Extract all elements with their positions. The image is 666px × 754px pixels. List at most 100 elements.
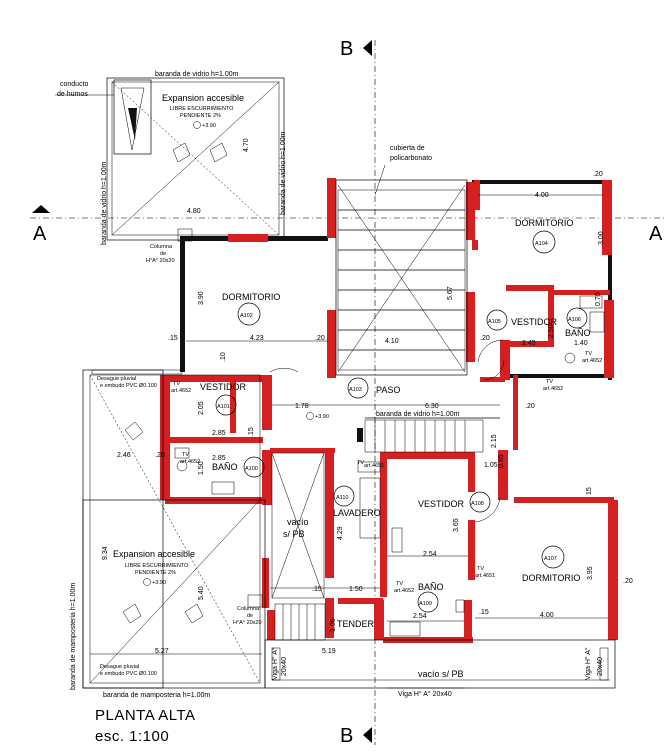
dim-285-b: 2.85 bbox=[212, 455, 226, 462]
terrace-bottom: Desague pluvial e embudo PVC Ø0.100 Desa… bbox=[70, 369, 266, 699]
code-a103: A103 bbox=[349, 387, 362, 393]
tv-7: TV bbox=[357, 460, 364, 466]
columna-2c: H°A° 20x20 bbox=[233, 620, 262, 626]
room-lavadero: LAVADERO bbox=[333, 508, 381, 518]
dim-395: 3.95 bbox=[587, 566, 594, 580]
dim-527: 5.27 bbox=[155, 648, 169, 655]
dim-020-d: .20 bbox=[525, 403, 535, 410]
dim-015-c: .15 bbox=[312, 586, 322, 593]
level-1: +3.90 bbox=[202, 123, 216, 129]
section-line-a: A A bbox=[30, 205, 666, 245]
room-dorm-a107: DORMITORIO bbox=[522, 573, 580, 583]
baranda-vidrio-top: baranda de vidrio h=1.00m bbox=[155, 71, 239, 78]
room-a107-a108-a109: 1.05 0.85 VESTIDOR A108 3.65 2.54 BAÑO A… bbox=[357, 454, 633, 637]
vacio-pb-2: vacío bbox=[287, 517, 309, 527]
conducto-label: conducto bbox=[60, 81, 89, 88]
section-b-bottom-arrow bbox=[363, 727, 372, 743]
room-bano-a106: BAÑO bbox=[565, 328, 591, 338]
tv-4n: art.4652 bbox=[180, 459, 200, 465]
dim-400-b: 4.00 bbox=[540, 612, 554, 619]
desague-1b: e embudo PVC Ø0.100 bbox=[100, 383, 157, 389]
dim-215: 2.15 bbox=[491, 434, 498, 448]
pend-1: PENDIENTE 2% bbox=[180, 113, 221, 119]
tv-5: TV bbox=[396, 581, 403, 587]
dim-020-a: .20 bbox=[315, 335, 325, 342]
viga-v1b: 20x40 bbox=[281, 657, 288, 676]
code-a101: A101 bbox=[217, 404, 230, 410]
polycarbonate-cover: cubierta de policarbonato 4.10 5.67 bbox=[335, 145, 468, 376]
section-a-right-label: A bbox=[649, 223, 663, 245]
dim-140: 1.40 bbox=[574, 340, 588, 347]
dim-254-b: 2.54 bbox=[413, 613, 427, 620]
dim-365: 3.65 bbox=[453, 518, 460, 532]
room-dorm-a102: DORMITORIO bbox=[222, 292, 280, 302]
columna-2a: Columna bbox=[237, 606, 260, 612]
dim-540: 5.40 bbox=[198, 586, 205, 600]
columna-2b: de bbox=[247, 613, 253, 619]
dim-519: 5.19 bbox=[322, 648, 336, 655]
code-a105: A105 bbox=[488, 319, 501, 325]
room-vest-a108: VESTIDOR bbox=[418, 499, 465, 509]
dim-015-d: .15 bbox=[479, 609, 489, 616]
tv-6n: art.4651 bbox=[475, 573, 495, 579]
plan-scale: esc. 1:100 bbox=[95, 728, 170, 745]
libre-1: LIBRE ESCURRIMIENTO bbox=[170, 106, 234, 112]
dim-150-b: 1.50 bbox=[349, 586, 363, 593]
dim-15-e: 15 bbox=[586, 487, 593, 495]
level-3: +3.90 bbox=[152, 580, 166, 586]
dim-410: 4.10 bbox=[385, 338, 399, 345]
level-2: +3.90 bbox=[315, 414, 329, 420]
viga-v2: Viga H° A° bbox=[584, 647, 592, 680]
desague-2b: e embudo PVC Ø0.100 bbox=[100, 671, 157, 677]
dim-020-c: .20 bbox=[593, 171, 603, 178]
tv-1n: art.4652 bbox=[582, 358, 602, 364]
baranda-mamp-bottom: baranda de mamposteria h=1.00m bbox=[103, 692, 210, 699]
code-a109: A109 bbox=[419, 601, 432, 607]
room-tender: TENDER bbox=[337, 619, 375, 629]
room-dorm-a104: DORMITORIO bbox=[515, 218, 573, 228]
vacio-pb: vacío s/ PB bbox=[418, 669, 464, 679]
dim-020-f: .20 bbox=[623, 578, 633, 585]
dim-150-a: 1.50 bbox=[198, 461, 205, 475]
plan-title: PLANTA ALTA bbox=[95, 707, 196, 724]
dim-630: 6.30 bbox=[425, 403, 439, 410]
dim-429: 4.29 bbox=[337, 526, 344, 540]
cubierta-1: cubierta de bbox=[390, 145, 425, 152]
walls bbox=[91, 178, 618, 643]
dim-246: 2.46 bbox=[117, 452, 131, 459]
terrace-top: conducto de humos baranda de vidrio h=1.… bbox=[55, 71, 287, 264]
code-a107: A107 bbox=[544, 556, 557, 562]
tv-3: TV bbox=[173, 381, 180, 387]
dim-567: 5.67 bbox=[447, 286, 454, 300]
baranda-vidrio-paso: baranda de vidrio h=1.00m bbox=[376, 411, 460, 418]
dim-020-b: .20 bbox=[480, 335, 490, 342]
libre-2: LIBRE ESCURRIMIENTO bbox=[125, 563, 189, 569]
viga-v1: Viga H° A° bbox=[271, 647, 279, 680]
room-a104: 4.00 DORMITORIO A104 3.00 VESTIDOR A105 … bbox=[477, 171, 605, 392]
code-a100: A100 bbox=[245, 466, 258, 472]
room-a103: A103 PASO 1.78 6.30 .20 +3.90 baranda de… bbox=[272, 359, 535, 453]
section-b-top-label: B bbox=[340, 38, 353, 60]
code-a102: A102 bbox=[240, 313, 253, 319]
baranda-vidrio-left: baranda de vidrio h=1.00m bbox=[101, 161, 108, 245]
cubierta-2: policarbonato bbox=[390, 155, 432, 162]
section-b-top-arrow bbox=[363, 40, 372, 56]
code-a106: A106 bbox=[568, 317, 581, 323]
room-vest-a105: VESTIDOR bbox=[511, 317, 558, 327]
void-lavadero: vacío s/ PB A110 LAVADERO 4.29 1.50 .15 bbox=[270, 452, 381, 599]
dim-015-b: .15 bbox=[248, 427, 255, 437]
code-a108: A108 bbox=[471, 501, 484, 507]
tv-2n: art.4652 bbox=[543, 386, 563, 392]
baranda-mamp-left: baranda de mamposteria h=1.00m bbox=[70, 583, 77, 690]
bottom-beam: Viga H° A° 20x40 Viga H° A° 20x40 vacío … bbox=[264, 639, 616, 698]
room-a101-a100: VESTIDOR A101 TV art.4652 2.05 2.85 2.85… bbox=[117, 381, 265, 495]
tv-5n: art.4652 bbox=[394, 588, 414, 594]
dim-250: 2.50 bbox=[548, 324, 555, 338]
room-bano-a109: BAÑO bbox=[418, 582, 444, 592]
vacio-pb-3: s/ PB bbox=[283, 529, 305, 539]
tv-4: TV bbox=[182, 452, 189, 458]
desague-2a: Desague pluvial bbox=[100, 664, 139, 670]
tv-1: TV bbox=[585, 351, 592, 357]
columna-1c: H°A° 20x20 bbox=[146, 258, 175, 264]
